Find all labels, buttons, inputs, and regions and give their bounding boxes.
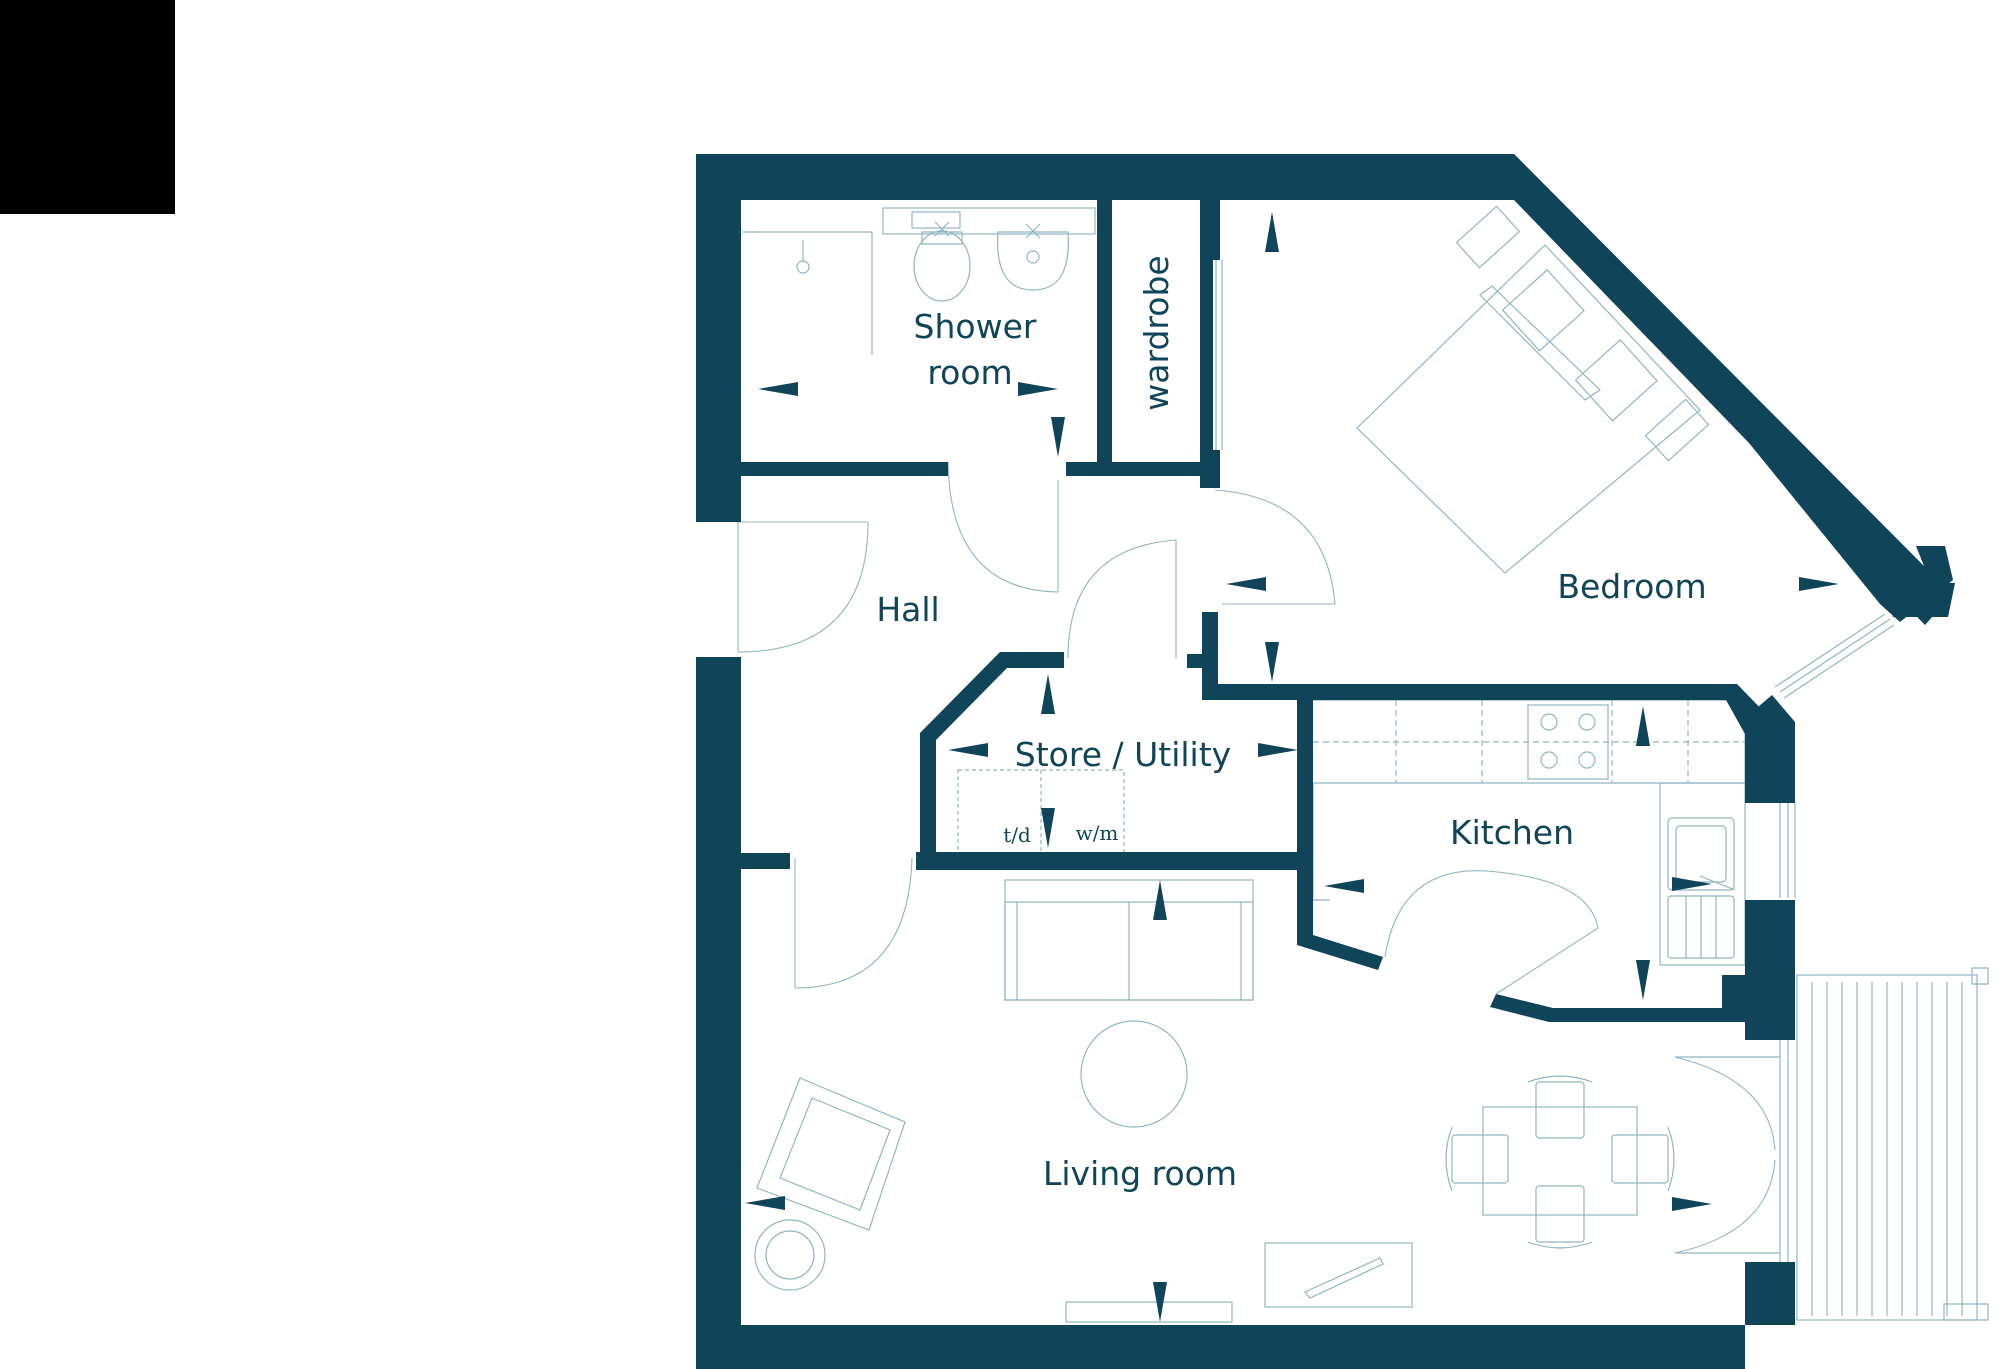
- dimension-arrow-icon: [1041, 674, 1055, 714]
- shower-wardrobe-partition: [1097, 200, 1112, 470]
- bedroom-kitchen-wall: [1202, 612, 1768, 734]
- kitchen-bottom-wall: [1490, 994, 1745, 1022]
- dining-table-icon: [1445, 1075, 1675, 1249]
- hall-living-wall: [741, 853, 790, 869]
- dimension-arrow-icon: [1799, 577, 1839, 591]
- dimension-arrow-icon: [1226, 577, 1266, 591]
- label-store-utility: Store / Utility: [1015, 735, 1231, 774]
- dimension-arrow-icon: [1324, 879, 1364, 893]
- dimension-arrow-icon: [1672, 1197, 1712, 1211]
- kitchen-right-wall-lower: [1722, 900, 1795, 1040]
- boxing-shelf: [882, 207, 1096, 235]
- fixtures: [742, 205, 1989, 1323]
- balcony-decking: [1796, 967, 1989, 1321]
- toilet-icon: [911, 211, 971, 302]
- double-bed-icon: [1356, 205, 1710, 574]
- dimension-arrow-icon: [1018, 382, 1058, 396]
- store-bottom-wall: [916, 852, 1305, 870]
- shower-bottom-wall: [741, 462, 948, 476]
- side-table: [754, 1219, 826, 1291]
- dimension-arrow-icon: [1258, 743, 1298, 757]
- corner-block: [0, 0, 175, 214]
- sink-icon: [1667, 817, 1736, 959]
- patio-right-wall: [1745, 1262, 1795, 1325]
- store-top-wall: [920, 652, 1064, 852]
- label-wardrobe: wardrobe: [1137, 255, 1176, 410]
- dimension-arrow-icon: [1051, 417, 1065, 457]
- basin-icon: [997, 223, 1069, 291]
- patio-door-frame: [1675, 1040, 1789, 1270]
- store-right-wall: [1297, 696, 1383, 970]
- radiator: [1065, 1301, 1233, 1323]
- dimension-arrow-icon: [948, 743, 988, 757]
- wardrobe-bedroom-partition: [1200, 200, 1220, 488]
- bedroom-window: [1774, 613, 1895, 699]
- armchair-icon: [756, 1077, 906, 1231]
- dimension-arrows: [745, 212, 1839, 1322]
- dimension-arrow-icon: [1636, 706, 1650, 746]
- outer-wall-top-left: [696, 154, 1950, 625]
- dimension-arrow-icon: [758, 382, 798, 396]
- label-kitchen: Kitchen: [1450, 813, 1574, 852]
- outer-wall-left-upper: [696, 154, 741, 522]
- kitchen-window: [1779, 802, 1796, 898]
- sofa-icon: [1004, 879, 1254, 1001]
- window-jamb-bedroom: [1882, 583, 1955, 617]
- label-hall: Hall: [876, 590, 939, 629]
- shower-icon: [742, 231, 873, 355]
- label-bedroom: Bedroom: [1557, 567, 1706, 606]
- dimension-arrow-icon: [745, 1196, 785, 1210]
- dimension-arrow-icon: [1265, 642, 1279, 682]
- dimension-arrow-icon: [1636, 960, 1650, 1000]
- coffee-table: [1080, 1020, 1188, 1128]
- tv-unit: [1264, 1242, 1413, 1308]
- dimension-arrow-icon: [1041, 808, 1055, 848]
- label-living-room: Living room: [1043, 1154, 1237, 1193]
- dimension-arrow-icon: [1265, 212, 1279, 252]
- dimension-arrow-icon: [1153, 880, 1167, 920]
- label-shower-line2: room: [927, 353, 1012, 392]
- dimension-arrow-icon: [1153, 1282, 1167, 1322]
- label-tumble-dryer: t/d: [1003, 823, 1031, 847]
- label-shower-line1: Shower: [914, 307, 1037, 346]
- label-washing-machine: w/m: [1076, 821, 1119, 845]
- shower-bottom-wall-right: [1066, 462, 1207, 476]
- hob-icon: [1527, 704, 1609, 780]
- outer-wall-diagonal: [1514, 154, 1953, 622]
- dimension-arrow-icon: [1672, 877, 1712, 891]
- walls: [696, 154, 1955, 1369]
